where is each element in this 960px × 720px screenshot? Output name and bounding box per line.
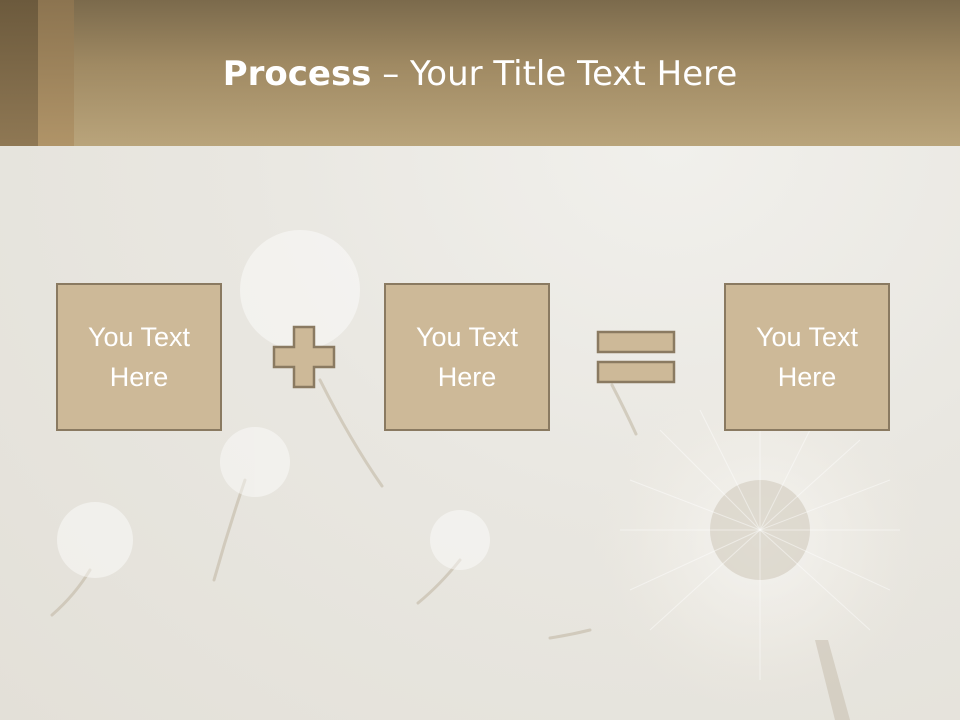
process-box-text: You Text Here [415,322,519,392]
process-box-text: You Text Here [755,322,859,392]
process-box-text: You Text Here [87,322,191,392]
title-band [0,0,960,146]
equals-icon [596,330,676,384]
plus-icon [272,325,336,389]
title-rest-text: – Your Title Text Here [371,54,738,94]
slide-title[interactable]: Process – Your Title Text Here [74,52,886,96]
title-bold-text: Process [222,54,372,94]
accent-strip [38,0,74,146]
accent-strip [0,0,38,146]
process-box-1[interactable]: You Text Here [56,283,222,431]
process-box-2[interactable]: You Text Here [384,283,550,431]
process-box-3[interactable]: You Text Here [724,283,890,431]
